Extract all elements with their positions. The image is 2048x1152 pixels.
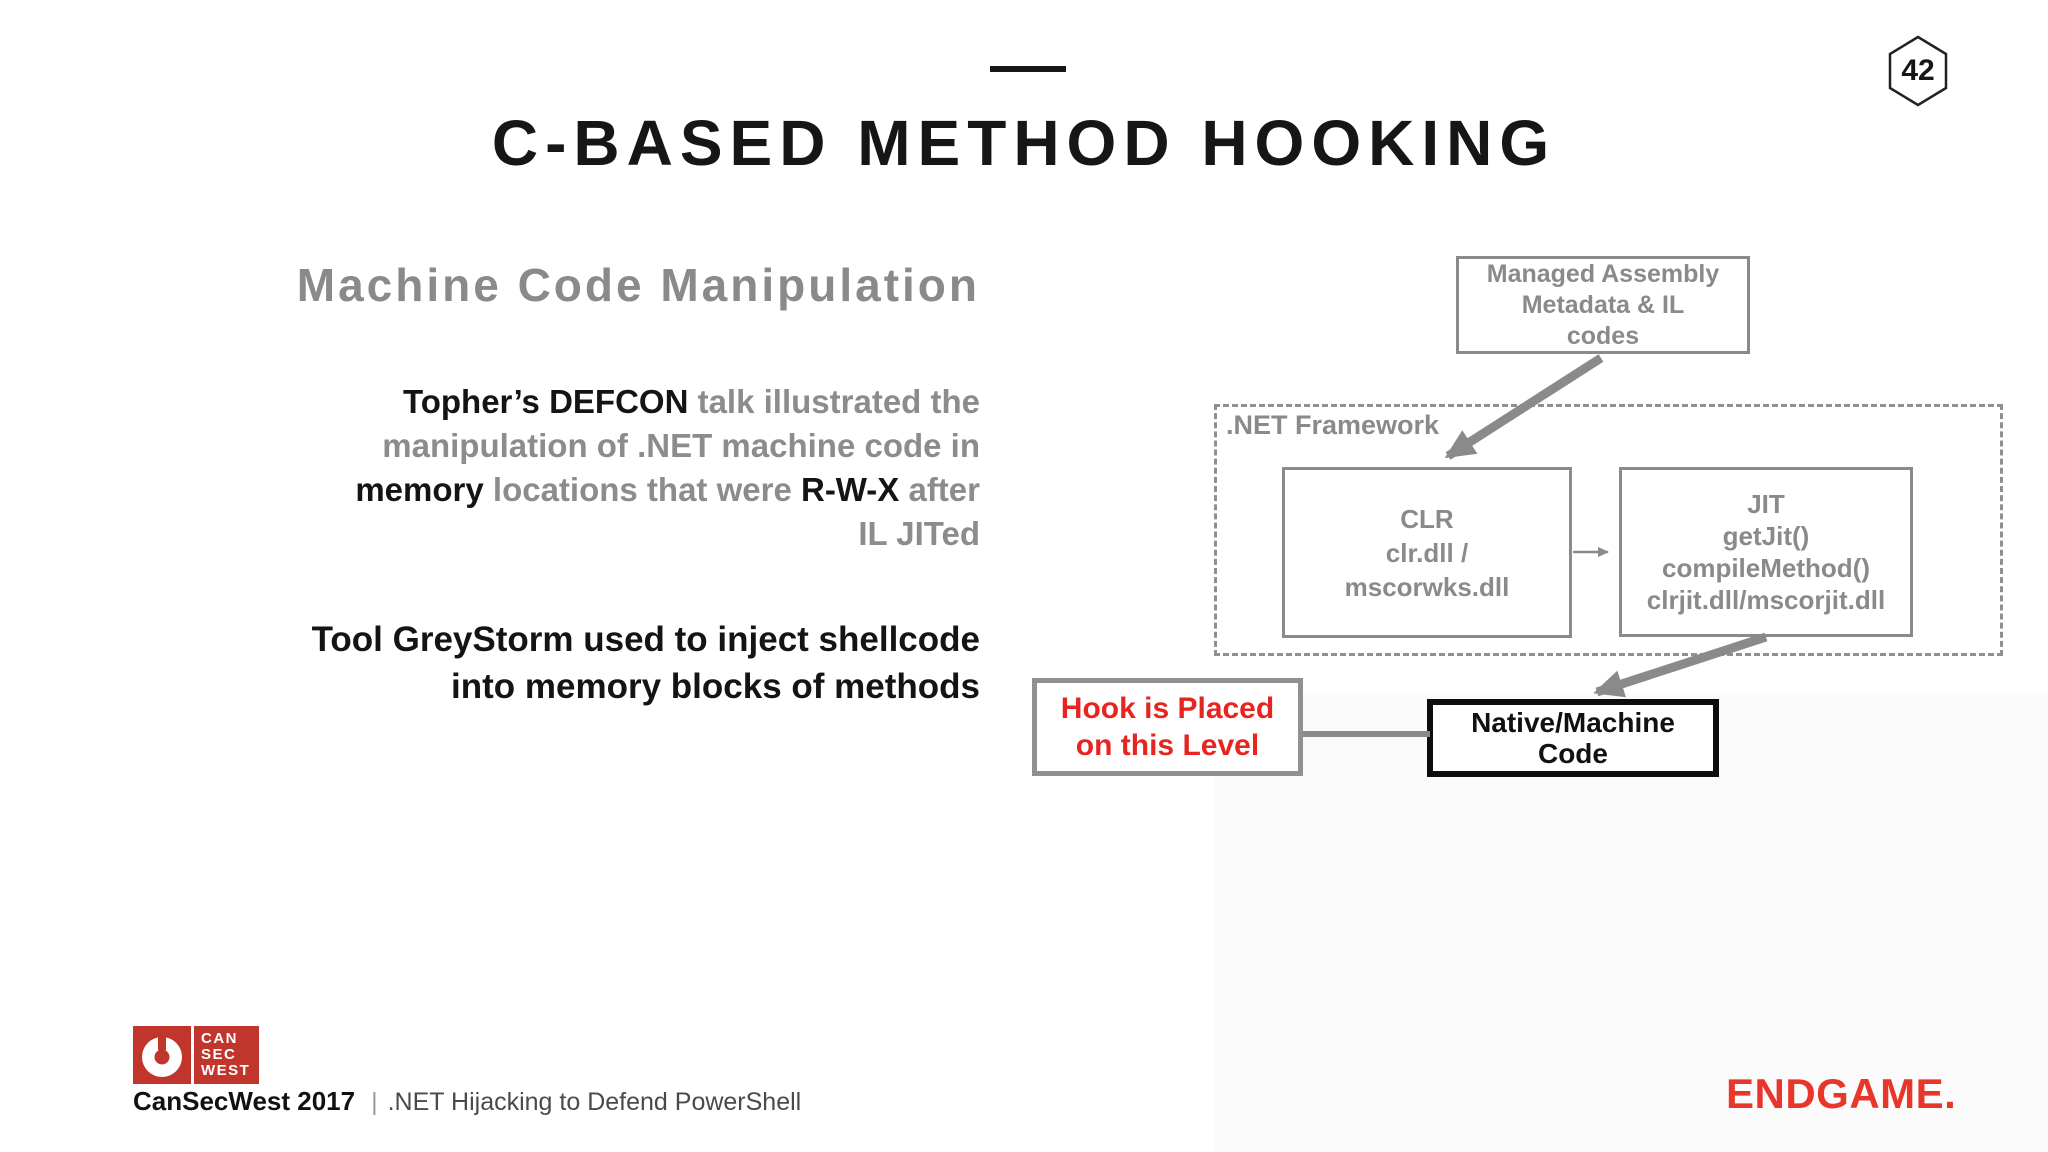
managed-assembly-box: Managed Assembly Metadata & IL codes	[1456, 256, 1750, 354]
footer-talk-title: .NET Hijacking to Defend PowerShell	[387, 1088, 802, 1116]
page-number: 42	[1901, 54, 1935, 87]
endgame-logo: ENDGAME.	[1726, 1070, 1957, 1117]
page-title: C-BASED METHOD HOOKING	[491, 107, 1557, 179]
footer-separator: |	[371, 1088, 378, 1116]
net-framework-label: .NET Framework	[1226, 410, 1440, 440]
cansecwest-logo: CAN SEC WEST	[133, 1026, 259, 1084]
hexagon-icon	[1888, 35, 1948, 107]
logo-line: SEC	[201, 1046, 237, 1063]
logo-line: CAN	[201, 1030, 238, 1047]
hook-label-box: Hook is Placed on this Level	[1032, 678, 1303, 776]
clr-box: CLR clr.dll / mscorwks.dll	[1282, 467, 1572, 638]
tool-paragraph: Tool GreyStorm used to inject shellcode …	[311, 620, 980, 706]
section-heading: Machine Code Manipulation	[296, 259, 980, 311]
logo-line: WEST	[201, 1062, 251, 1079]
logo-wordmark: CAN SEC WEST	[194, 1026, 259, 1084]
body-paragraph: Topher’s DEFCON talk illustrated the man…	[355, 383, 980, 552]
footer-caption: CanSecWest 2017 | .NET Hijacking to Defe…	[133, 1086, 801, 1117]
page-number-badge: 42	[1886, 34, 1950, 108]
footer-conference: CanSecWest 2017	[133, 1086, 356, 1116]
title-dash	[990, 66, 1066, 72]
native-code-box: Native/Machine Code	[1427, 699, 1719, 777]
jit-box: JIT getJit() compileMethod() clrjit.dll/…	[1619, 467, 1913, 637]
logo-power-icon	[133, 1026, 191, 1084]
